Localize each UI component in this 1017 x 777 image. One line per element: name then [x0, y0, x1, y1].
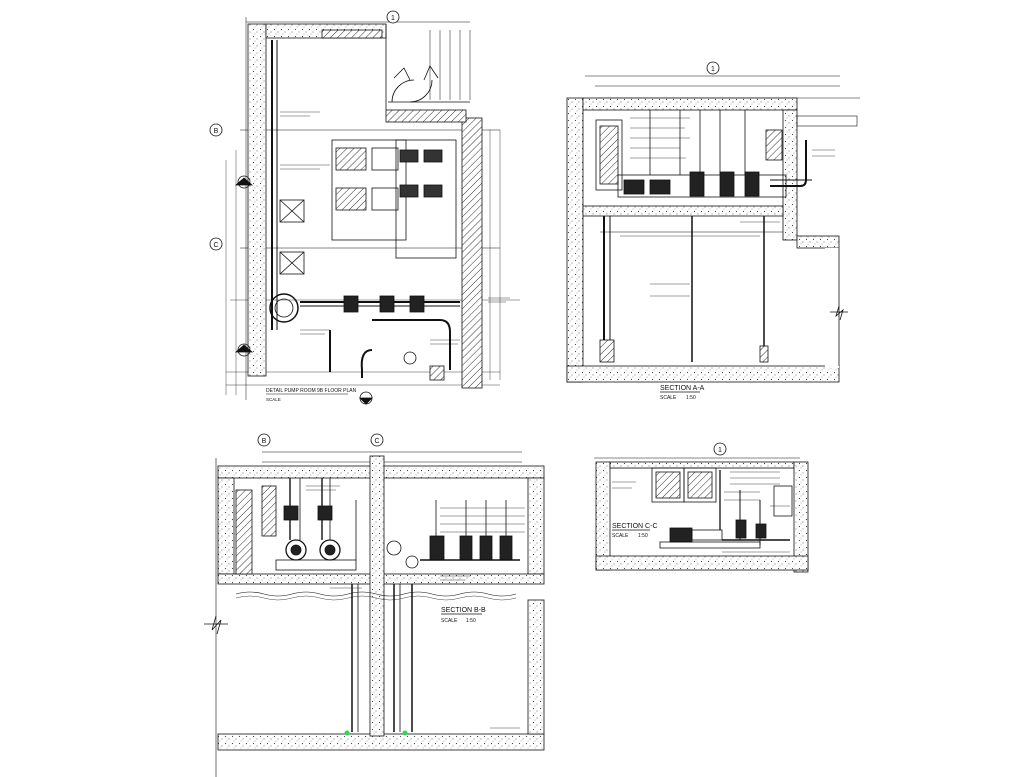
svg-text:B: B — [262, 438, 267, 445]
green-marker-right — [402, 730, 408, 736]
section-a-title: SECTION A-A — [660, 385, 705, 392]
green-marker-left — [344, 730, 350, 736]
plan-grid-marker-c: C — [209, 237, 223, 251]
svg-text:B: B — [214, 128, 219, 135]
section-c-marker: 1 — [713, 442, 727, 456]
section-a-marker: 1 — [706, 61, 720, 75]
section-b-scale-value: 1:50 — [466, 618, 476, 624]
section-b-scale-label: SCALE — [441, 618, 458, 624]
svg-text:1: 1 — [711, 66, 715, 73]
svg-text:1: 1 — [391, 15, 395, 22]
plan-grid-marker-b: B — [209, 123, 223, 137]
section-b-b-drawing — [204, 451, 545, 777]
plan-scale-label: SCALE — [266, 397, 281, 402]
svg-text:C: C — [213, 242, 218, 249]
section-c-c-drawing — [594, 457, 809, 573]
section-b-title: SECTION B-B — [441, 607, 486, 614]
section-c-scale-label: SCALE — [612, 533, 629, 539]
section-a-a-drawing — [566, 75, 860, 383]
svg-text:C: C — [374, 438, 379, 445]
section-c-scale-value: 1:50 — [638, 533, 648, 539]
section-a-scale-value: 1:50 — [686, 395, 696, 401]
section-c-title: SECTION C-C — [612, 523, 658, 530]
svg-text:1: 1 — [718, 447, 722, 454]
section-b-marker-b: B — [257, 433, 271, 447]
section-b-marker-c: C — [370, 433, 384, 447]
plan-section-marker: 1 — [386, 10, 400, 24]
section-a-scale-label: SCALE — [660, 395, 677, 401]
plan-title: DETAIL PUMP ROOM 9B FLOOR PLAN — [266, 388, 357, 394]
pump-room-floor-plan — [225, 17, 520, 405]
